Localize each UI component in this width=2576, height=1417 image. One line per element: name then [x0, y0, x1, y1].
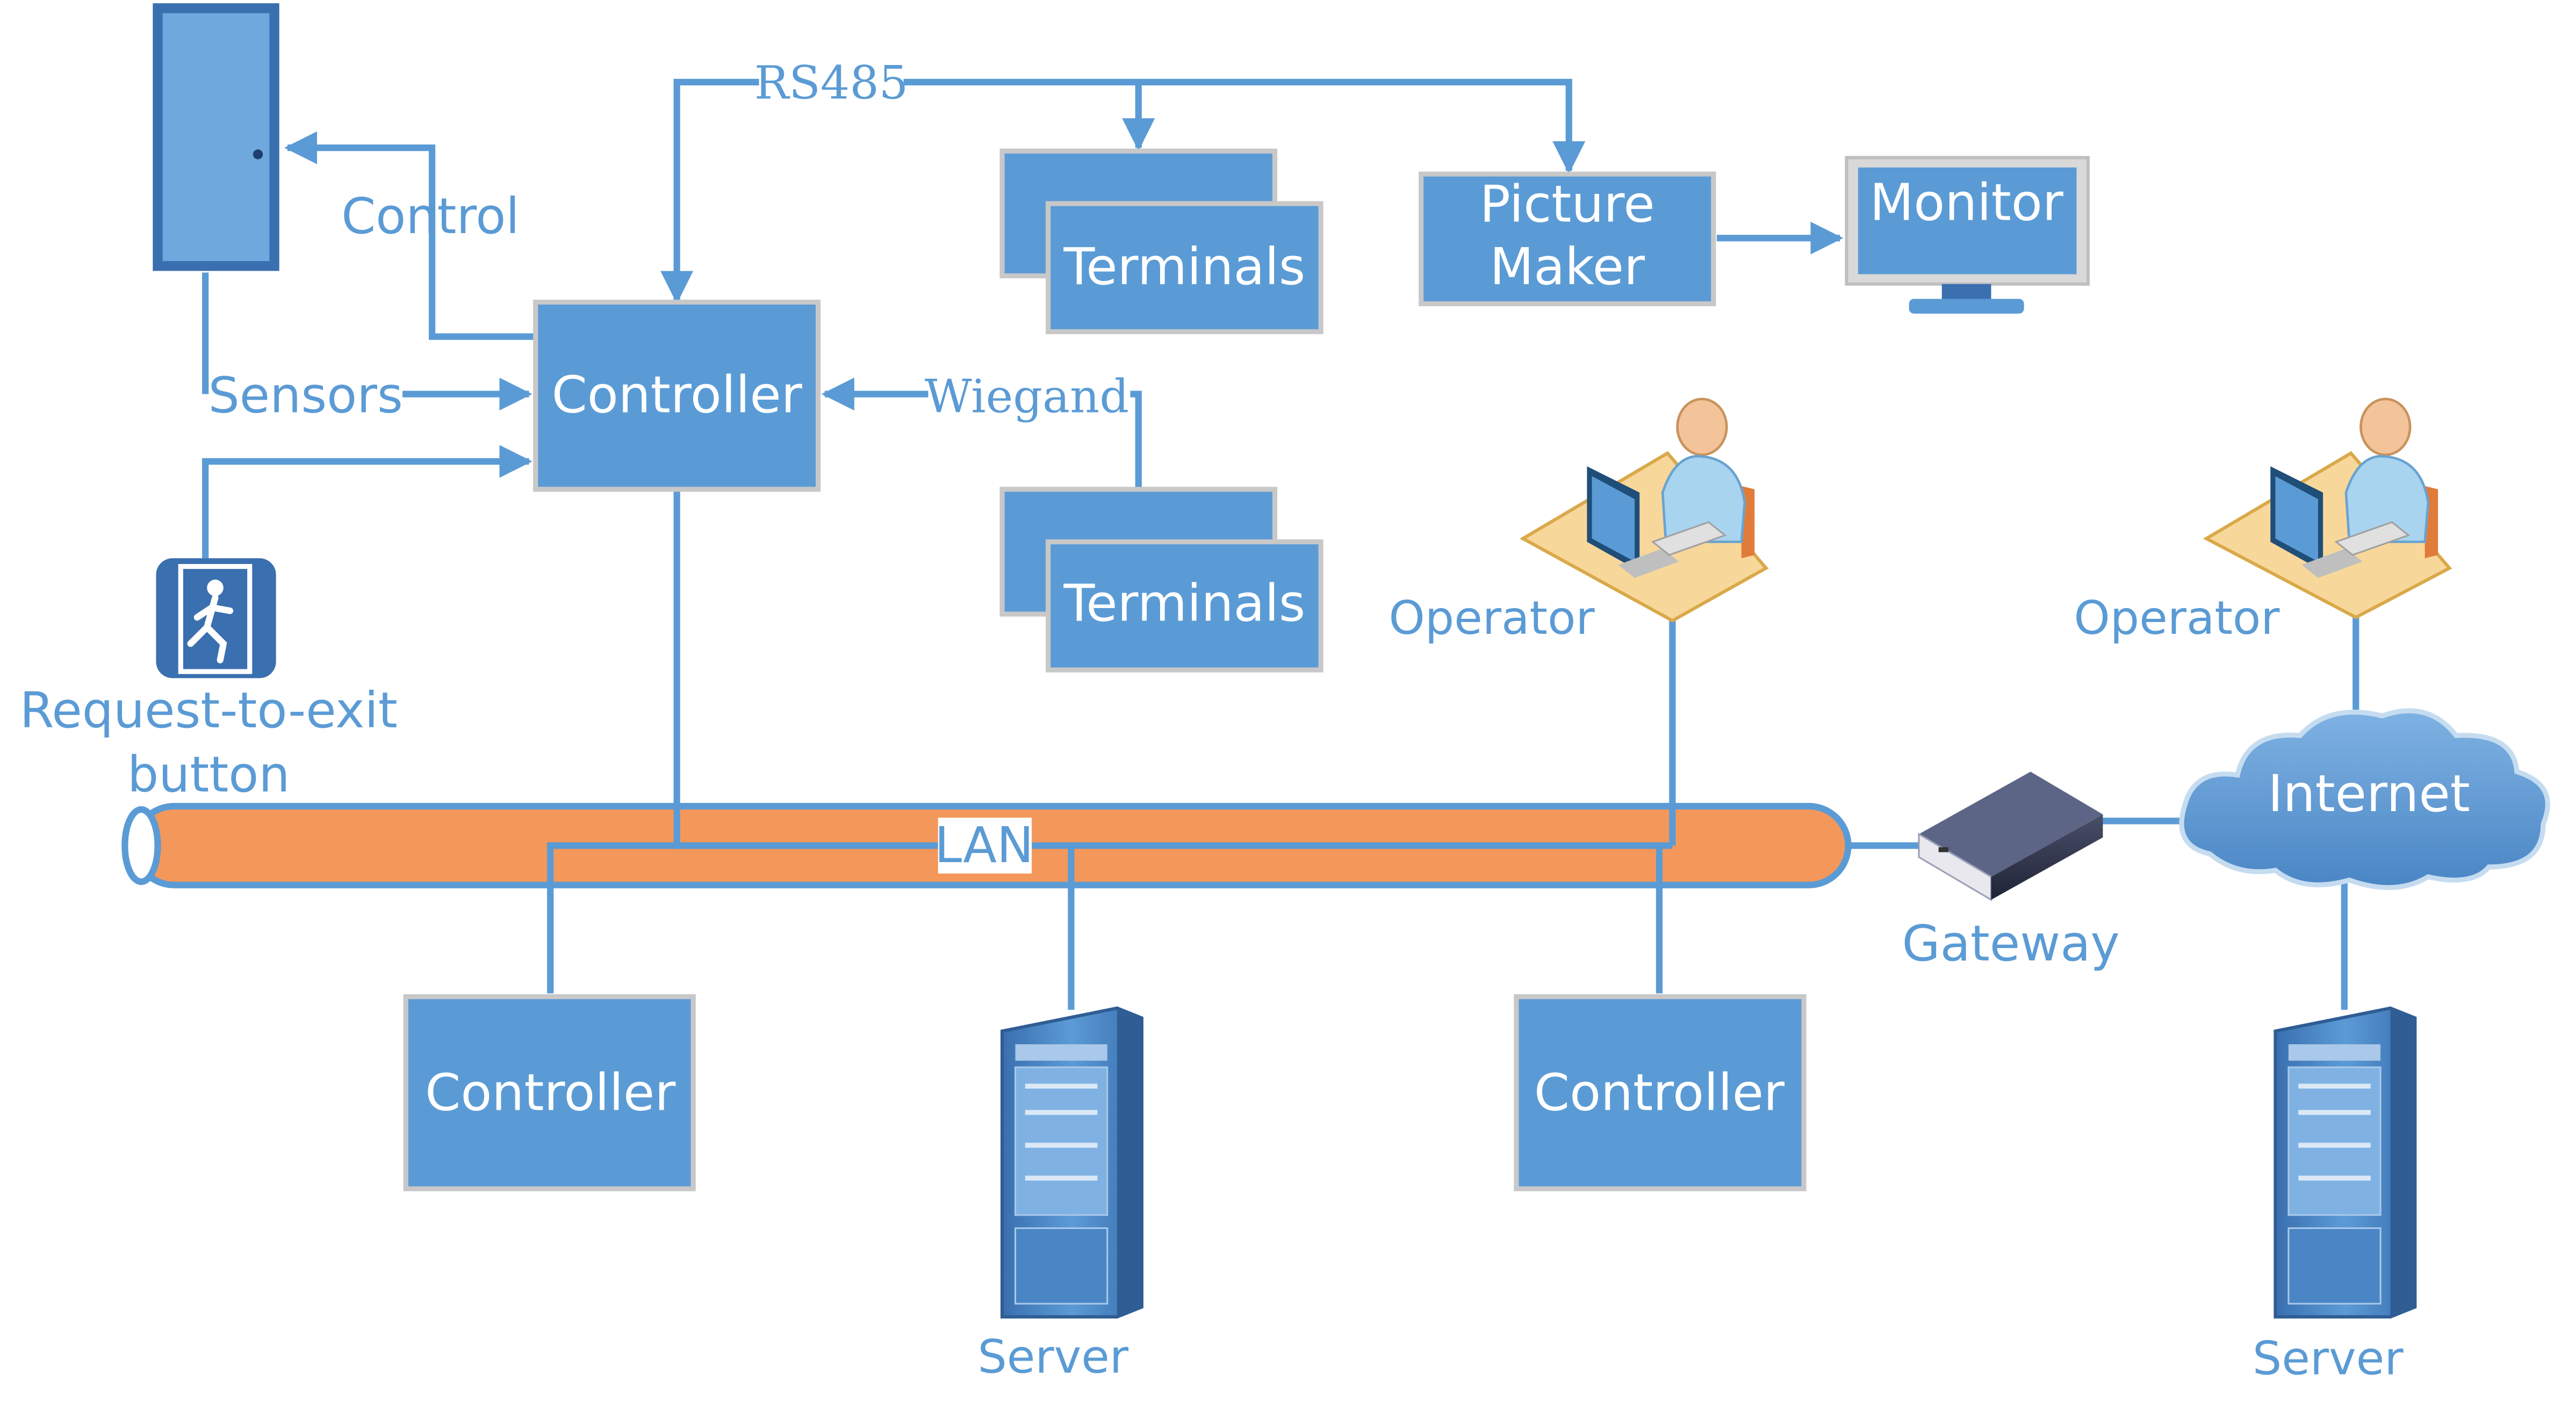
gateway-icon [1918, 771, 2103, 901]
exit-button-icon[interactable] [156, 558, 276, 678]
monitor-label: Monitor [1870, 173, 2063, 233]
controller-main-label: Controller [552, 365, 802, 424]
server-icon [2273, 1006, 2417, 1319]
controller-lan-right-label: Controller [1534, 1063, 1785, 1122]
control-label: Control [341, 187, 520, 245]
door-icon [153, 3, 279, 271]
terminals-bottom-label: Terminals [1063, 574, 1305, 633]
controller-lan-left-label: Controller [425, 1063, 675, 1122]
connection-lines [202, 78, 2359, 1010]
internet-label: Internet [2268, 764, 2470, 823]
controller-lan-right [1514, 994, 1807, 1191]
cloud-icon [2179, 708, 2550, 890]
rs485-line-main [903, 78, 1586, 175]
server-left-label: Server [977, 1331, 1128, 1384]
monitor-icon [1845, 156, 2090, 314]
gateway-label: Gateway [1902, 915, 2120, 972]
operator-workstation-icon [1520, 397, 1769, 623]
wiegand-label: Wiegand [925, 370, 1129, 423]
controller-main [533, 299, 821, 492]
picture-maker [1419, 171, 1716, 307]
server-right-label: Server [2253, 1333, 2404, 1386]
request-to-exit-label-line2: button [127, 746, 290, 803]
picture-maker-label-line1: Picture [1480, 175, 1655, 234]
terminals-top [999, 148, 1323, 335]
operator-left-label: Operator [1389, 592, 1595, 645]
rs485-label: RS485 [754, 56, 908, 110]
request-to-exit-label-line1: Request-to-exit [20, 682, 398, 739]
request-to-exit-line [202, 445, 533, 559]
lan-label: LAN [934, 816, 1034, 874]
rs485-line-to-controller [660, 78, 759, 304]
operator-workstation-icon [2203, 397, 2452, 619]
operator-right-label: Operator [2074, 592, 2280, 645]
server-icon [1000, 1006, 1143, 1319]
wiegand-line [1130, 391, 1142, 489]
picture-maker-label-line2: Maker [1490, 237, 1645, 297]
terminals-top-label: Terminals [1063, 237, 1305, 297]
control-line [284, 131, 536, 340]
terminals-bottom [999, 487, 1323, 673]
sensors-label: Sensors [208, 366, 403, 424]
controller-lan-left [403, 994, 696, 1191]
